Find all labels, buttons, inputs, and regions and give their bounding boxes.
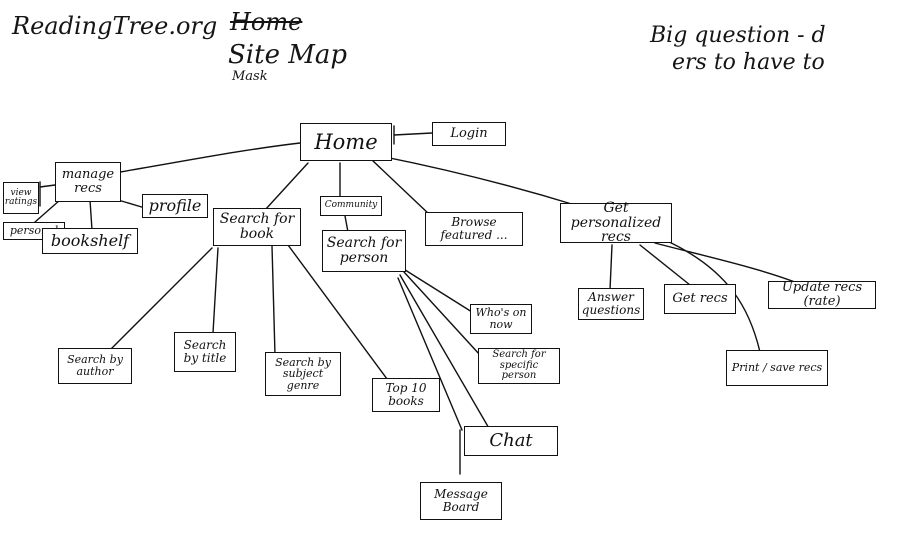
node-chat: Chat	[464, 426, 558, 456]
node-search-specific-person: Search for specific person	[478, 348, 560, 384]
node-get-recs: Get recs	[664, 284, 736, 314]
node-whos-on-now: Who's on now	[470, 304, 532, 334]
node-print-save: Print / save recs	[726, 350, 828, 386]
node-top-books: Top 10 books	[372, 378, 440, 412]
node-login: Login	[432, 122, 506, 146]
node-update-recs: Update recs (rate)	[768, 281, 876, 309]
node-search-by-author: Search by author	[58, 348, 132, 384]
node-search-by-title: Search by title	[174, 332, 236, 372]
node-search-for-book: Search for book	[213, 208, 301, 246]
node-personalized-recs: Get personalized recs	[560, 201, 672, 245]
node-browse: Browse featured ...	[425, 212, 523, 246]
node-community: Community	[320, 196, 382, 216]
struck-home-label: Home	[230, 8, 303, 36]
node-search-for-person: Search for person	[322, 230, 406, 272]
note-line-1: Big question - d	[650, 23, 826, 48]
node-message-board: Message Board	[420, 482, 502, 520]
page-title: Site Map	[228, 40, 347, 70]
node-manage-recs: manage recs	[55, 162, 121, 202]
page-subtitle: Mask	[232, 69, 268, 84]
node-answer-questions: Answer questions	[578, 288, 644, 320]
node-view-ratings: view ratings	[3, 182, 39, 214]
node-search-by-genre: Search by subject genre	[265, 352, 341, 396]
node-bookshelf: bookshelf	[42, 228, 138, 254]
note-line-2: ers to have to	[672, 50, 825, 75]
node-profile: profile	[142, 194, 208, 218]
node-home: Home	[300, 123, 392, 161]
site-name: ReadingTree.org	[12, 12, 218, 40]
